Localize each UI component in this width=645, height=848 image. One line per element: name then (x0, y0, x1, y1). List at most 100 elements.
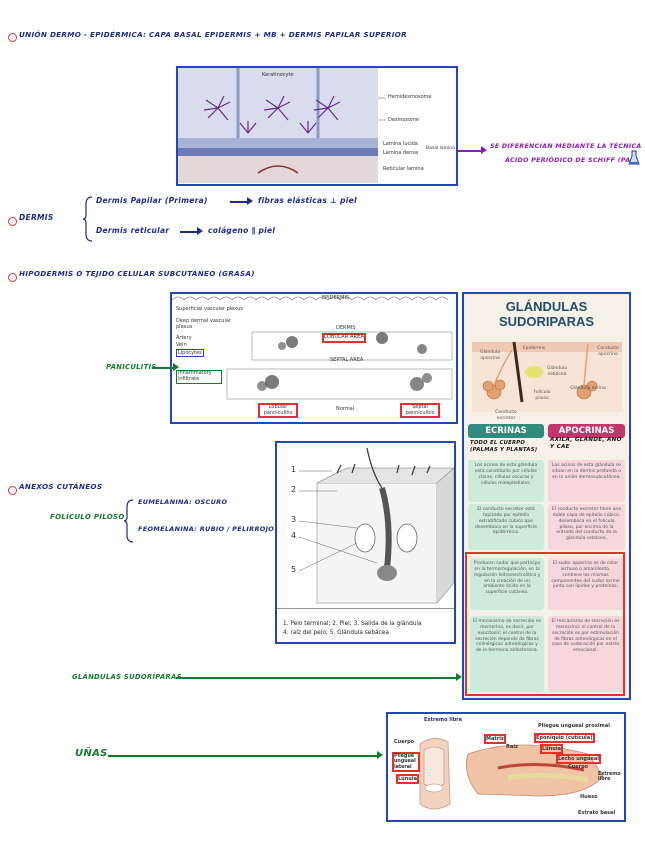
dermis-reticular-arrow (180, 231, 198, 233)
label-keratinocyte: Keratinocyte (262, 72, 294, 78)
label-lipocytes: Lipocytes (176, 349, 204, 357)
label-lobular-panniculitis: Lobular panniculitis (258, 403, 298, 418)
nail-illustration (419, 738, 604, 810)
nail-label-lecho: Lecho ungueal (556, 754, 602, 764)
gland-label-conducto-excretor: Conducto excretor (495, 410, 517, 421)
brace-icon (83, 196, 93, 242)
label-reticular-lamina: Reticular lamina (383, 166, 424, 172)
hair-caption-line2: 4. raíz del pelo; 5. Glándula sebácea (283, 630, 389, 636)
hair-caption-line1: 1. Pelo terminal; 2. Piel; 3. Salida de … (283, 621, 422, 627)
label-normal: Normal (336, 406, 355, 412)
panniculitis-figure: EPIDERMIS Superficial vascular plexus De… (170, 292, 458, 424)
nail-label-extremo-libre: Extremo libre (424, 717, 463, 723)
apocrinas-header: APOCRINAS (548, 424, 625, 438)
bullet-circle (8, 273, 17, 282)
gland-illustration (472, 341, 622, 412)
note-foliculo: Folículo piloso (50, 513, 125, 521)
gland-label-apocrina: Glándula apocrina (479, 350, 501, 361)
bullet-circle (8, 486, 17, 495)
gland-highlight-box (465, 552, 625, 696)
ecrinas-cell-3: Producen sudor que participa en la termo… (470, 558, 544, 610)
flask-icon (628, 150, 640, 165)
nail-label-eponiquio: Eponiquio (cutícula) (534, 733, 595, 743)
nail-label-extremo-libre-right: Extremo libre (598, 772, 621, 783)
nail-label-estrato-basal: Estrato basal (578, 810, 616, 816)
note-unas: Uñas (75, 748, 108, 759)
apocrinas-cell-2: El conducto excretor tiene una doble cap… (548, 504, 625, 550)
ecrinas-header: ECRINAS (468, 424, 544, 438)
nail-label-cuerpo-right: Cuerpo (568, 764, 589, 770)
apocrinas-note: Axila, glande, ano y CAE (550, 437, 622, 451)
label-deep-plexus: Deep dermal vascular plexus (176, 318, 231, 330)
dermis-papilar-arrow-head (247, 197, 253, 205)
ecrinas-cell-2: El conducto excretor está tapizado por e… (468, 504, 544, 550)
label-septal-area: SEPTAL AREA (330, 357, 364, 363)
label-dermis: DERMIS (336, 325, 356, 331)
gland-label-ecrina: Glándula ecrina (570, 386, 606, 391)
pas-arrow-head (481, 146, 487, 154)
gland-label-epidermis: Epidermis (522, 346, 546, 351)
label-vein: Vein (176, 342, 187, 348)
gland-title-line2: SUDORIPARAS (498, 314, 595, 329)
brace-icon (124, 499, 134, 543)
gland-label-foliculo: Folículo piloso (533, 390, 551, 401)
hair-number-5: 5 (291, 565, 297, 574)
unas-arrow-head (377, 751, 383, 759)
gland-title-line1: GLÁNDULAS (505, 299, 588, 314)
nail-label-matriz: Matriz (484, 734, 506, 744)
bullet-circle (8, 33, 17, 42)
note-feomelanina: Feomelanina: rubio / pelirrojo (138, 525, 275, 533)
nail-figure: Extremo libre Cuerpo Pliegue ungueal lat… (386, 712, 626, 822)
note-dermis-heading: Dermis (19, 213, 54, 222)
label-basal-lamina: Basal lamina (426, 146, 455, 151)
note-union-dermo-epidermica: Unión dermo - epidérmica: capa basal epi… (19, 30, 407, 39)
paniculitis-arrow (152, 367, 174, 369)
note-dermis-papilar-result: fibras elásticas ⊥ piel (258, 196, 357, 205)
label-hemidesmosome: Hemidesmosome (388, 94, 432, 100)
hair-number-2: 2 (291, 485, 297, 494)
dermis-reticular-arrow-head (197, 227, 203, 235)
ecrinas-cell-4: El mecanismo de secreción es merocrino, … (470, 616, 544, 692)
hair-follicle-figure: 1 2 3 4 5 1. Pelo terminal; 2. Piel; 3. … (275, 441, 456, 644)
panniculitis-illustration (172, 296, 453, 400)
label-lamina-densa: Lamina densa (383, 150, 419, 156)
label-lamina-lucida: Lamina lucida (383, 141, 418, 147)
pas-arrow-line (458, 150, 482, 152)
glandulas-arrow (176, 677, 458, 679)
note-hipodermis: Hipodermis o tejido celular subcutáneo (… (19, 269, 255, 278)
nail-label-pliegue-proximal: Pliegue ungueal proximal (538, 723, 610, 729)
ecrinas-cell-1: Los acinos de esta glándula está constit… (468, 460, 544, 502)
label-lobular-area: LOBULAR AREA (322, 333, 366, 343)
note-pas-line1: Se diferencian mediante la técnica (490, 143, 642, 150)
gland-label-conducto-apocrino: Conducto apocrino (597, 346, 619, 357)
dermis-papilar-arrow (230, 201, 248, 203)
apocrinas-cell-1: Los acinos de esta glándula se sitúan en… (548, 460, 625, 502)
junction-illustration (178, 68, 386, 183)
note-anexos: Anexos cutáneos (19, 482, 103, 491)
label-inflammatory: Inflammatory infiltrate (176, 370, 222, 384)
junction-figure: Keratinocyte Hemidesmosome Desmosome Lam… (176, 66, 458, 186)
label-artery: Artery (176, 335, 192, 341)
note-dermis-reticular-result: colágeno ∥ piel (208, 226, 276, 235)
hair-number-3: 3 (291, 515, 297, 524)
apocrinas-cell-3: El sudor apocrino es de color lechoso o … (548, 558, 623, 610)
ecrinas-note: Todo el cuerpo (palmas y plantas) (470, 440, 538, 453)
label-epidermis: EPIDERMIS (322, 295, 350, 301)
sweat-gland-infographic: GLÁNDULAS SUDORIPARAS Glándula apocrina … (462, 292, 631, 700)
bullet-circle (8, 217, 17, 226)
nail-label-lunula-left: Lúnula (396, 774, 419, 784)
nail-label-pliegue-lateral: Pliegue ungueal lateral (392, 752, 420, 772)
label-septal-panniculitis: Septal panniculitis (400, 403, 440, 418)
hair-illustration (298, 447, 454, 604)
gland-label-sebacea: Glándula sebácea (546, 366, 568, 377)
label-desmosome: Desmosome (388, 117, 420, 123)
glandulas-arrow-head (456, 673, 462, 681)
note-paniculitis: Paniculitis (106, 363, 157, 371)
nail-label-cuerpo: Cuerpo (394, 739, 415, 745)
paniculitis-arrow-head (173, 363, 179, 371)
note-dermis-reticular: Dermis reticular (96, 226, 170, 235)
nail-label-hueso: Hueso (580, 794, 598, 800)
nail-label-lunula-right: Lúnula (540, 744, 563, 754)
hair-number-4: 4 (291, 531, 297, 540)
